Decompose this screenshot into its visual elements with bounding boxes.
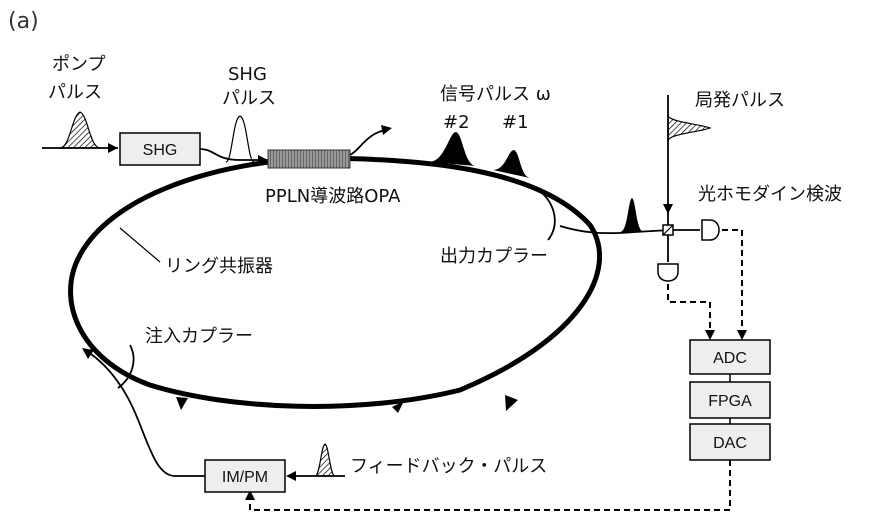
injection-coupler: [117, 344, 135, 389]
photodetector-right: [701, 219, 720, 241]
ring-resonator-label: リング共振器: [165, 256, 273, 277]
impm-to-injection-line: [87, 351, 205, 477]
local-oscillator-pulse: [667, 114, 712, 142]
dac-to-impm-arrowhead: [245, 490, 255, 500]
ring-resonator: [68, 155, 602, 409]
adc-box-label: ADC: [713, 350, 747, 367]
ring-direction-arrow: [176, 397, 188, 410]
ring-direction-arrow: [505, 395, 518, 411]
output-signal-pulse: [620, 198, 644, 232]
shg-box: SHG: [119, 132, 201, 166]
pump-pulse-label-line2: パルス: [48, 82, 102, 103]
local-oscillator-label: 局発パルス: [695, 90, 785, 111]
local-oscillator-arrowhead: [663, 204, 673, 214]
output-coupler: [541, 192, 556, 241]
shg-to-ppln-line: [199, 148, 268, 161]
pulse-1-label: #1: [502, 112, 529, 133]
fpga-box: FPGA: [689, 381, 771, 419]
pump-pulse-shape: [59, 111, 101, 149]
ppln-output-line: [349, 129, 386, 156]
dac-box-label: DAC: [713, 435, 747, 452]
injection-output-arrowhead: [82, 348, 94, 359]
im-pm-box-label: IM/PM: [222, 469, 268, 486]
feedback-pulse-label: フィードバック・パルス: [350, 456, 547, 477]
shg-pulse-shape: [225, 115, 255, 163]
ppln-waveguide: [267, 149, 351, 169]
output-coupler-label: 出力カプラー: [440, 246, 548, 267]
signal-pulse-1: [493, 150, 530, 178]
pump-pulse-label-line1: ポンプ: [52, 54, 105, 75]
feedback-input-arrowhead: [286, 471, 296, 481]
detector-right-to-adc-arrowhead: [737, 330, 747, 340]
ppln-output-arrowhead: [381, 125, 392, 135]
shg-pulse-label-line2: パルス: [222, 88, 276, 109]
shg-to-ppln-arrowhead: [258, 155, 268, 165]
ring-label-pointer: [119, 227, 161, 263]
detector-bottom-to-adc-line: [667, 284, 711, 333]
shg-pulse-label-line1: SHG: [228, 64, 267, 85]
fpga-box-label: FPGA: [708, 393, 752, 410]
panel-label: (a): [8, 9, 39, 34]
ppln-opa-label: PPLN導波路OPA: [265, 186, 401, 207]
signal-pulse-2: [428, 132, 476, 166]
output-coupler-line: [559, 225, 671, 235]
dac-box: DAC: [689, 423, 771, 461]
homodyne-label: 光ホモダイン検波: [698, 184, 842, 205]
beam-splitter-diagonal: [662, 224, 674, 236]
pulse-2-label: #2: [443, 112, 470, 133]
dac-to-impm-line: [249, 460, 731, 511]
detector-bottom-to-adc-arrowhead: [705, 330, 715, 340]
shg-box-label: SHG: [143, 142, 178, 159]
detector-right-to-adc-line: [722, 229, 743, 333]
injection-coupler-label: 注入カプラー: [145, 326, 253, 347]
feedback-pulse-shape: [314, 443, 336, 477]
ring-direction-arrow: [392, 401, 404, 413]
signal-pulse-label: 信号パルス ω: [440, 84, 551, 105]
pump-input-arrowhead: [108, 143, 118, 153]
photodetector-bottom: [657, 263, 679, 282]
im-pm-box: IM/PM: [204, 459, 286, 493]
adc-box: ADC: [689, 339, 771, 375]
